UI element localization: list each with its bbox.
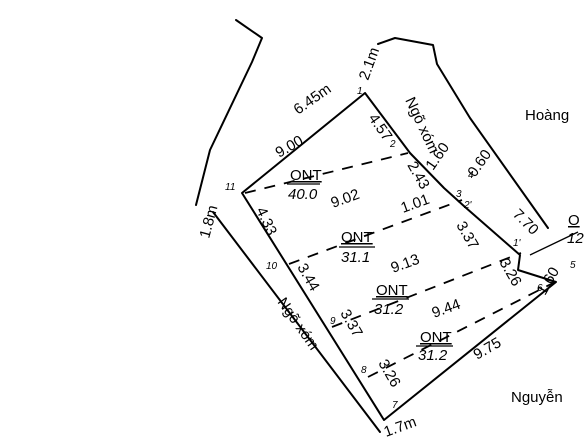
dim-1-8m: 1.8m [196, 203, 221, 240]
road-boundary-top [377, 37, 549, 229]
point-4: 4 [468, 170, 474, 181]
dim-3-44: 3.44 [294, 261, 323, 295]
point-6: 6 [537, 283, 543, 294]
dim-3-26-left: 3.26 [375, 357, 404, 391]
dim-9-00: 9.00 [273, 132, 307, 161]
divider-8-6 [367, 281, 556, 378]
divider-9-1prime [331, 252, 522, 328]
lot-1-area: 40.0 [288, 186, 318, 203]
street-label-ngo-xom-top: Ngõ xóm [401, 95, 442, 157]
lot-5-area: 12 [567, 230, 584, 247]
point-10: 10 [266, 261, 278, 272]
dim-9-02: 9.02 [329, 186, 362, 212]
parcel-boundary [241, 92, 557, 421]
street-label-nguyen: Nguyễn [511, 389, 563, 406]
point-8: 8 [361, 365, 367, 376]
lot-3-area: 31.2 [374, 301, 404, 318]
lot-2-type: ONT [341, 229, 373, 246]
lot-4-area: 31.2 [418, 347, 448, 364]
street-label-ngo-xom-left: Ngõ xóm [274, 295, 322, 354]
dim-4-33: 4.33 [252, 205, 280, 239]
point-1: 1 [357, 86, 363, 97]
dim-9-13: 9.13 [389, 251, 422, 277]
lot-4-type: ONT [420, 329, 452, 346]
dim-6-45m: 6.45m [291, 80, 335, 118]
road-boundary-left [195, 19, 263, 206]
point-3: 3 [456, 189, 462, 200]
lot-5-type: O [568, 212, 580, 229]
point-1prime: 1' [513, 238, 522, 249]
dim-3-37-right: 3.37 [453, 219, 482, 253]
divider-11-2 [244, 152, 409, 194]
point-7: 7 [392, 400, 398, 411]
lot-3-type: ONT [376, 282, 408, 299]
point-2: 2 [389, 139, 396, 150]
lot-2-area: 31.1 [341, 249, 370, 266]
point-2prime: 2' [463, 200, 473, 211]
point-9: 9 [330, 316, 336, 327]
lot-1-type: ONT [290, 167, 322, 184]
point-11: 11 [225, 182, 235, 193]
dim-9-75: 9.75 [471, 334, 505, 363]
dim-3-26-right: 3.26 [496, 256, 525, 290]
leader-line-o [529, 231, 579, 256]
street-label-hoang: Hoàng [525, 107, 569, 124]
dim-9-44: 9.44 [430, 296, 463, 322]
dim-2-1m: 2.1m [356, 45, 383, 82]
road-boundary-bottom-left [212, 211, 381, 433]
point-5: 5 [570, 260, 576, 271]
divider-10-2prime [288, 199, 463, 265]
